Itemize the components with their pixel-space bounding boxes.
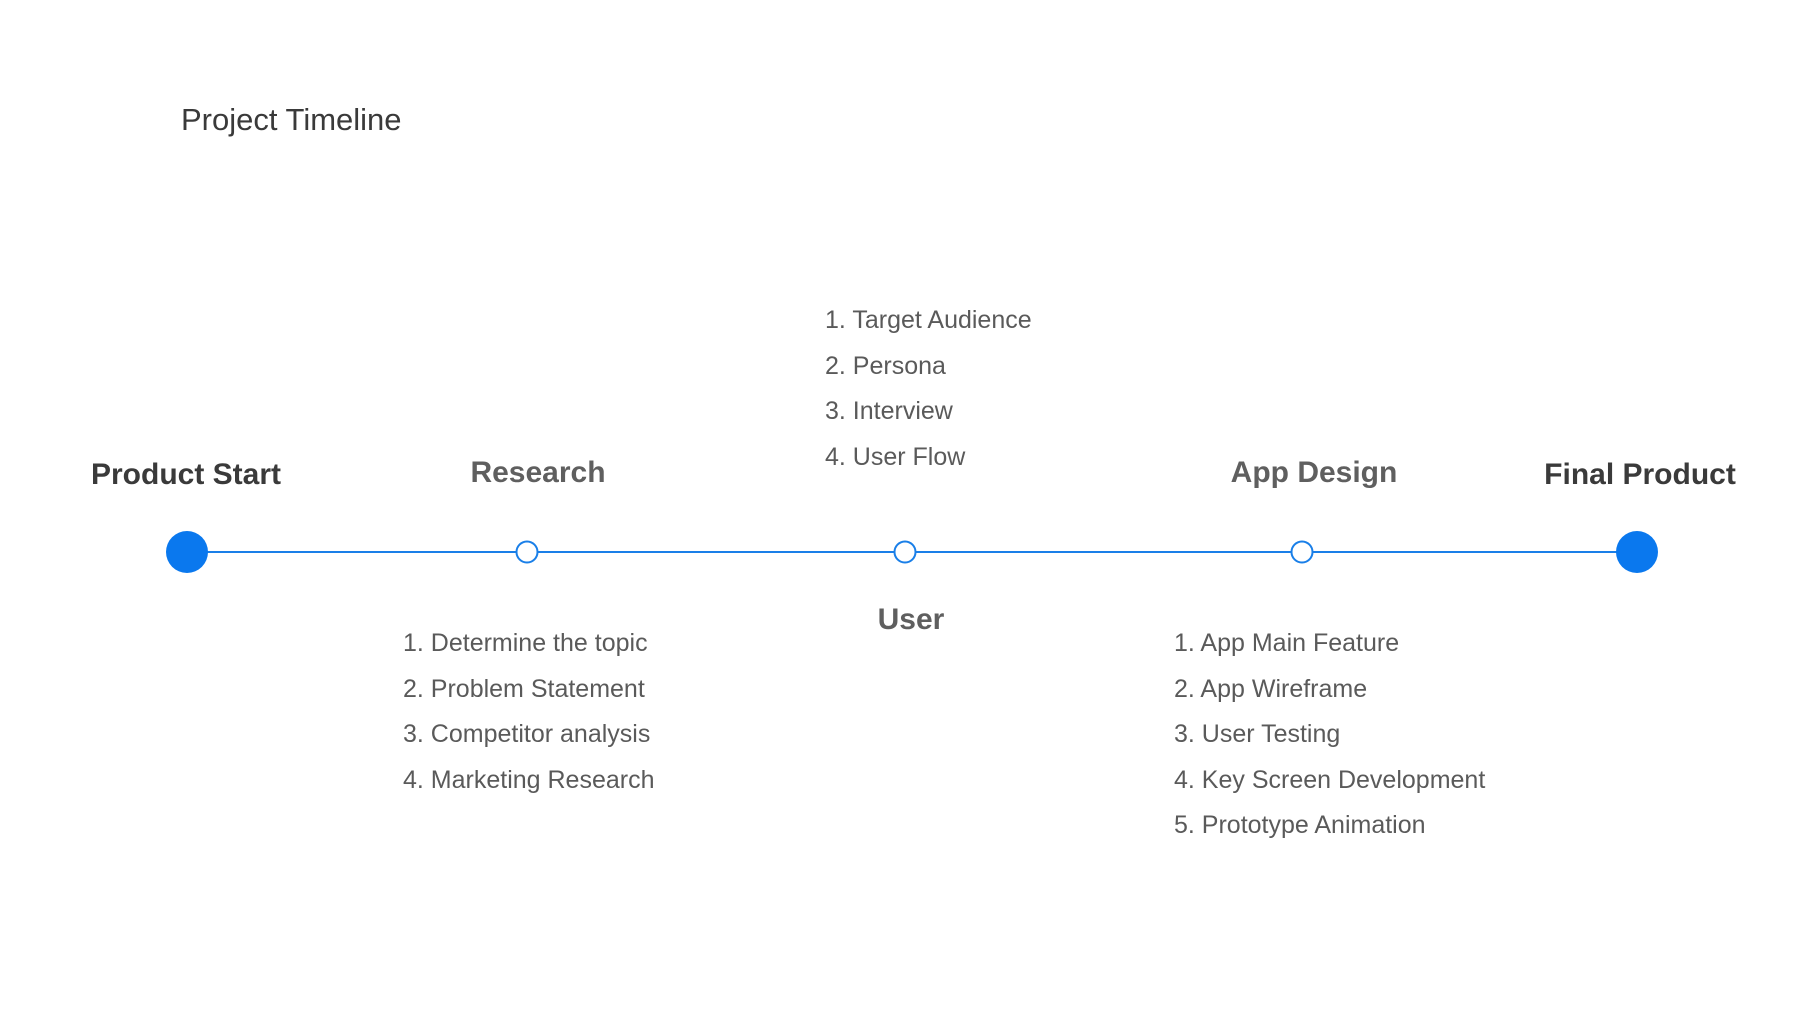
list-item: 4. Key Screen Development <box>1174 765 1486 794</box>
list-item: 3. Interview <box>825 397 953 425</box>
list-item: 1. Determine the topic <box>403 629 648 657</box>
list-item: 3. User Testing <box>1174 720 1341 748</box>
milestone-dot-start <box>166 531 208 573</box>
milestone-dot-user <box>893 540 917 564</box>
list-item: 2. Persona <box>825 351 946 380</box>
list-item: 4. User Flow <box>825 442 966 471</box>
stage-label-research: Research <box>470 456 606 489</box>
user-task-list: 1. Target Audience 2. Persona 3. Intervi… <box>825 298 1032 480</box>
research-task-list: 1. Determine the topic 2. Problem Statem… <box>403 621 655 803</box>
milestone-dot-final <box>1616 531 1658 573</box>
list-item: 2. App Wireframe <box>1174 674 1368 703</box>
stage-label-user: User <box>877 603 945 636</box>
list-item: 1. App Main Feature <box>1174 629 1400 657</box>
milestone-dot-research <box>515 540 539 564</box>
stage-label-final-product: Final Product <box>1544 458 1736 491</box>
list-item: 2. Problem Statement <box>403 674 645 703</box>
list-item: 5. Prototype Animation <box>1174 811 1426 839</box>
milestone-dot-app-design <box>1290 540 1314 564</box>
stage-label-product-start: Product Start <box>90 458 282 491</box>
list-item: 4. Marketing Research <box>403 765 655 794</box>
stage-label-app-design: App Design <box>1230 456 1398 489</box>
list-item: 3. Competitor analysis <box>403 720 651 748</box>
list-item: 1. Target Audience <box>825 306 1032 334</box>
app-design-task-list: 1. App Main Feature 2. App Wireframe 3. … <box>1174 621 1485 849</box>
page-title: Project Timeline <box>181 102 402 137</box>
